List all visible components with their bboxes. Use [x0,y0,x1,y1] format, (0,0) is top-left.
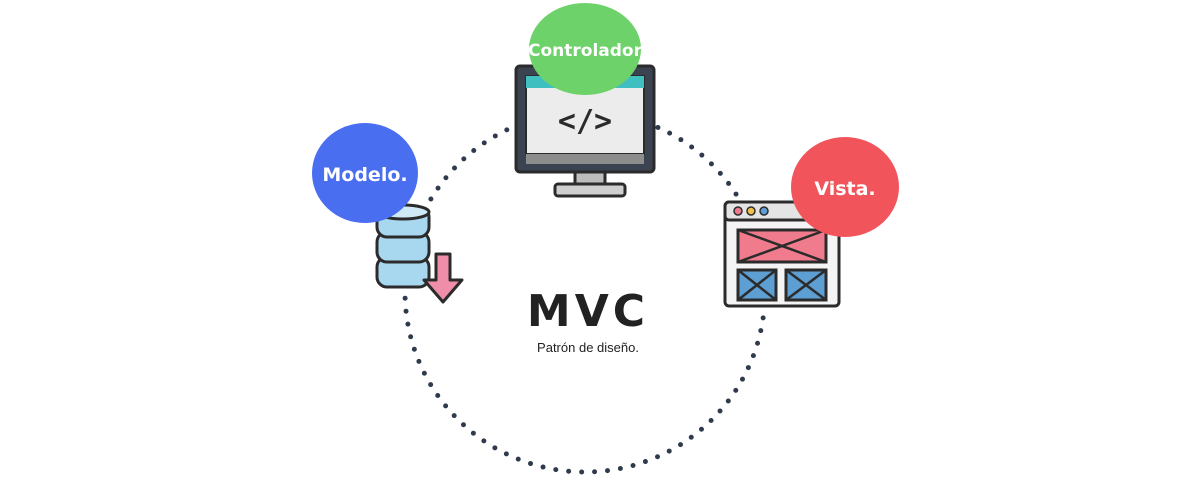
download-arrow-icon [422,252,464,304]
svg-text:</>: </> [558,104,612,139]
controller-bubble [529,3,641,95]
diagram-title: MVC [527,286,649,337]
model-bubble [312,123,418,223]
controller-label: Controlador [528,41,643,61]
view-label: Vista. [814,178,875,200]
view-bubble [791,137,899,237]
model-node: Modelo. [312,123,418,223]
diagram-subtitle: Patrón de diseño. [537,340,639,355]
model-label: Modelo. [322,164,407,186]
view-node: Vista. [791,137,899,237]
controller-node: Controlador [528,3,643,95]
